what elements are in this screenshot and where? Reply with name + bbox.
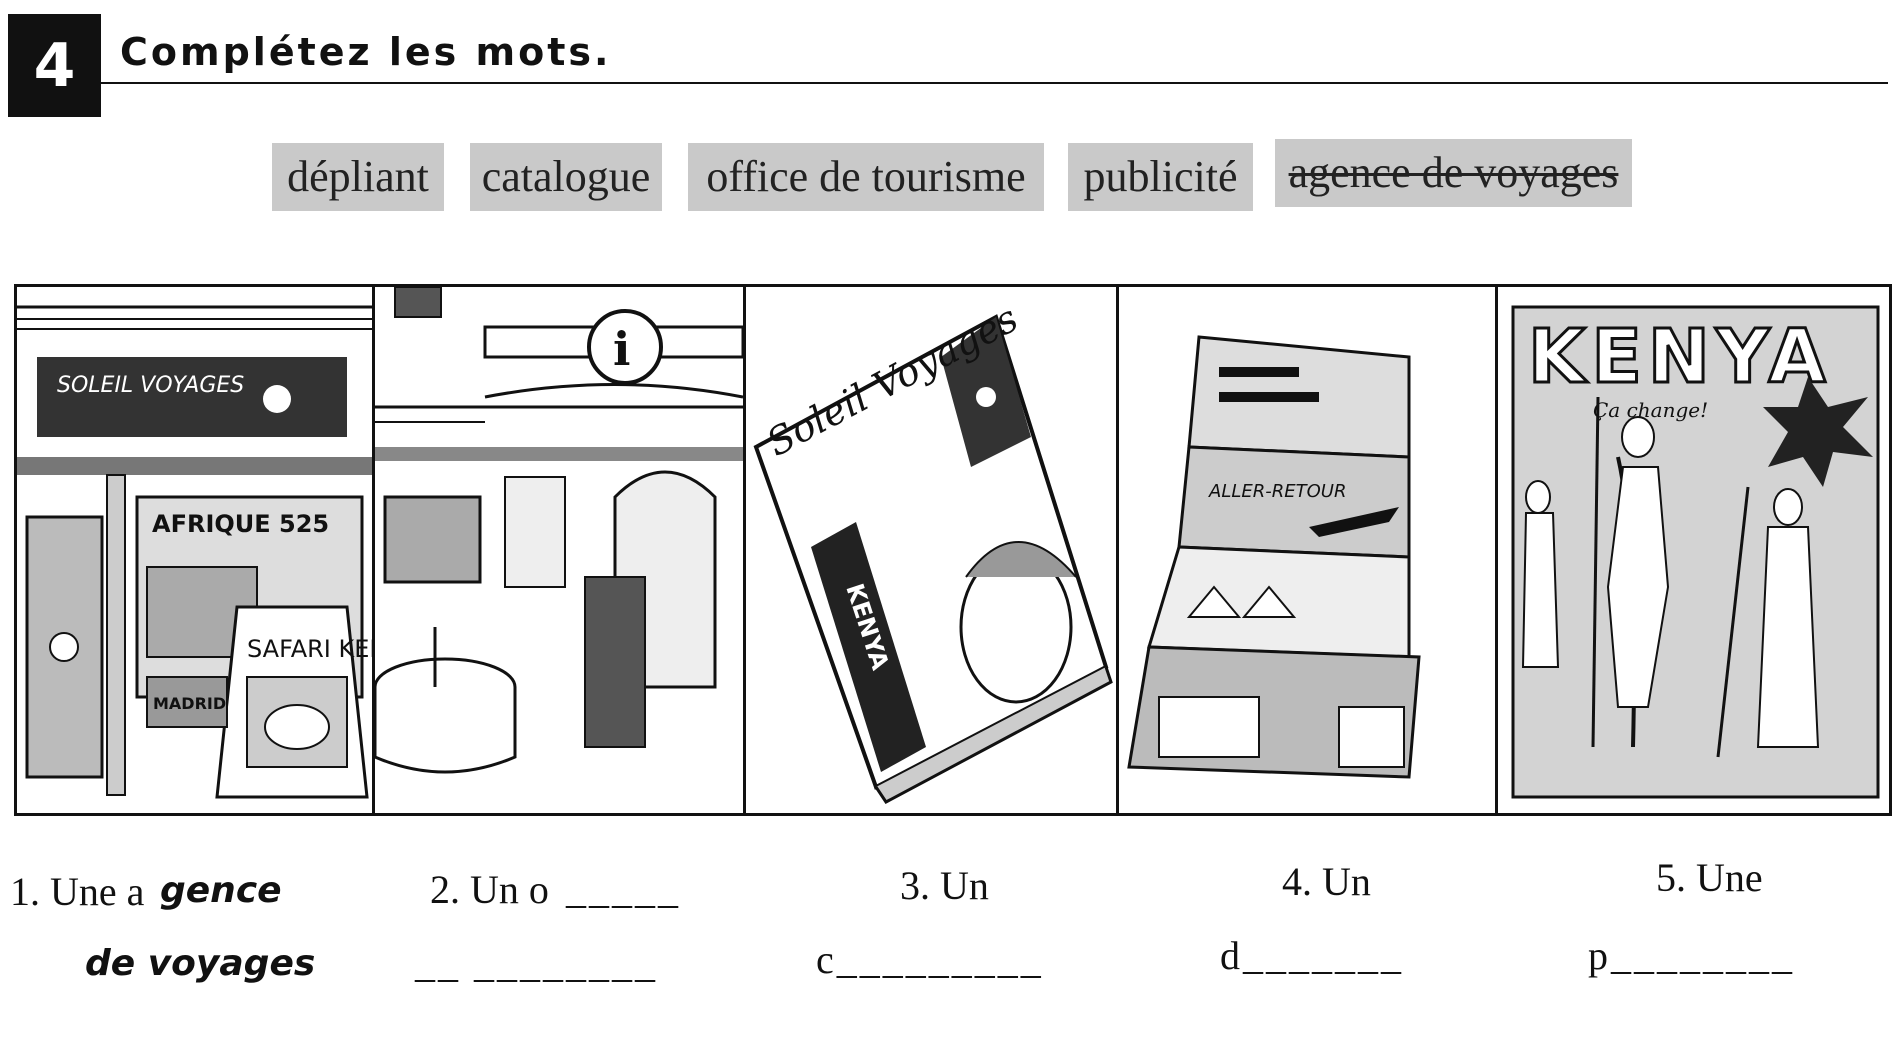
panel-leaflet: ALLER-RETOUR — [1119, 287, 1495, 813]
answer-1-prefix: 1. Une a — [10, 869, 145, 914]
travel-agency-illustration: SOLEIL VOYAGES AFRIQUE 525 SAFARI KENYA … — [17, 287, 372, 813]
panel-advertisement: KENYA Ça change! — [1498, 287, 1889, 813]
answer-2-blank-line2[interactable]: __ ________ — [415, 941, 658, 986]
word-publicite: publicité — [1068, 143, 1253, 211]
panel-tourist-office: i — [375, 287, 743, 813]
tourist-office-illustration: i — [375, 287, 743, 813]
panel-divider — [743, 287, 746, 813]
exercise-title: Complétez les mots. — [120, 30, 612, 74]
panel-travel-agency: SOLEIL VOYAGES AFRIQUE 525 SAFARI KENYA … — [17, 287, 372, 813]
word-agence-de-voyages: agence de voyages — [1275, 139, 1632, 207]
panel-divider — [1495, 287, 1498, 813]
illustration-strip: SOLEIL VOYAGES AFRIQUE 525 SAFARI KENYA … — [14, 284, 1892, 816]
answer-3-blank[interactable]: c_________ — [816, 937, 1044, 982]
agency-window-text: AFRIQUE 525 — [152, 510, 329, 538]
safari-board-text: SAFARI KENYA — [247, 635, 372, 663]
agency-sign-text: SOLEIL VOYAGES — [57, 373, 244, 398]
answer-2-blank-line1[interactable]: _____ — [566, 867, 681, 912]
info-icon: i — [613, 322, 630, 376]
answer-1-handwritten-line2: de voyages — [85, 943, 316, 984]
poster-tagline: Ça change! — [1593, 398, 1708, 422]
answer-5-prefix: 5. Une — [1656, 855, 1763, 900]
answer-5-blank[interactable]: p________ — [1588, 933, 1795, 978]
word-bank: dépliant catalogue office de tourisme pu… — [0, 139, 1898, 223]
panel-catalogue: Soleil Voyages KENYA — [746, 287, 1116, 813]
panel-divider — [1116, 287, 1119, 813]
answer-3-prefix: 3. Un — [900, 863, 989, 908]
answer-2-prefix: 2. Un o — [430, 867, 549, 912]
leaflet-illustration: ALLER-RETOUR — [1119, 287, 1495, 813]
poster-headline: KENYA — [1528, 314, 1832, 400]
word-catalogue: catalogue — [470, 143, 662, 211]
exercise-header: 4 Complétez les mots. — [8, 14, 1888, 119]
ticket-text: ALLER-RETOUR — [1208, 481, 1346, 502]
advertisement-illustration: KENYA Ça change! — [1498, 287, 1889, 813]
madrid-poster-text: MADRID — [153, 694, 226, 713]
catalogue-illustration: Soleil Voyages KENYA — [746, 287, 1116, 813]
word-depliant: dépliant — [272, 143, 444, 211]
word-office-de-tourisme: office de tourisme — [688, 143, 1044, 211]
panel-divider — [372, 287, 375, 813]
answer-4-blank[interactable]: d_______ — [1220, 933, 1404, 978]
answer-4-prefix: 4. Un — [1282, 859, 1371, 904]
exercise-number: 4 — [8, 14, 101, 117]
header-rule — [101, 82, 1888, 84]
answer-1-handwritten-line1: gence — [160, 870, 282, 911]
